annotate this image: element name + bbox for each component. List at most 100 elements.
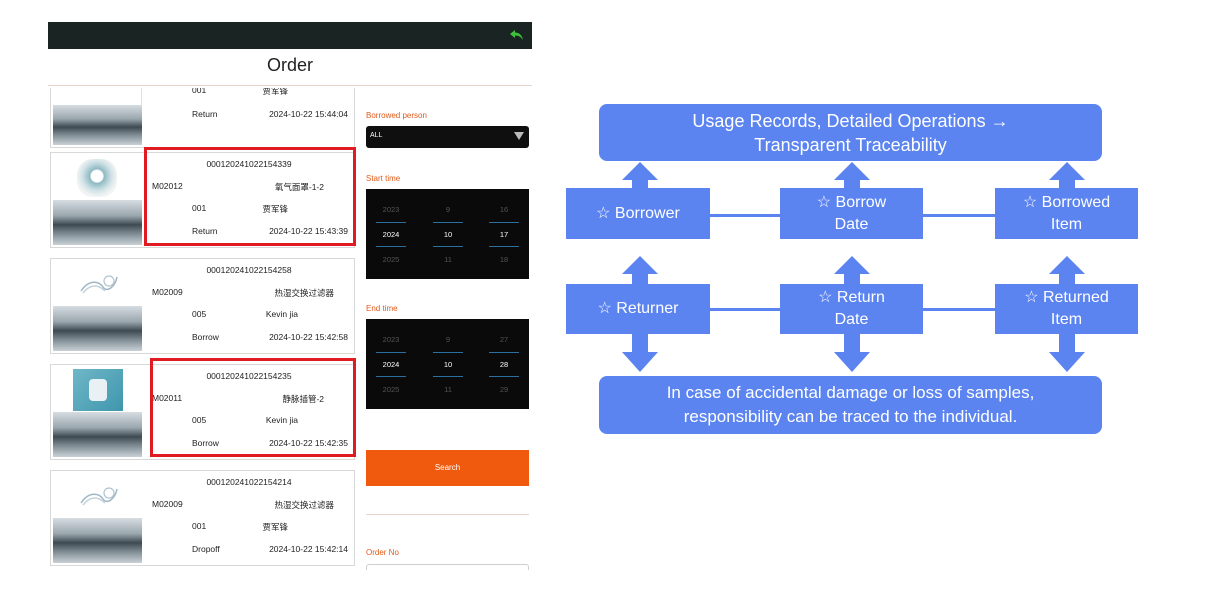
order-list[interactable]: 001 贾军锋 Return 2024-10-22 15:44:04 00012… (48, 88, 358, 570)
item-code: M02009 (152, 287, 183, 297)
month-option[interactable]: 11 (444, 385, 452, 394)
qty-text: 001 (192, 203, 207, 213)
year-option[interactable]: 2024 (382, 230, 400, 239)
picker-line (376, 246, 406, 247)
accountability-box: In case of accidental damage or loss of … (599, 376, 1102, 434)
month-option[interactable]: 10 (443, 230, 453, 239)
borrowed-person-select[interactable]: ALL (366, 126, 529, 148)
order-number: 000120241022154214 (206, 477, 292, 487)
order-card[interactable]: 000120241022154339 M02012 氧气面罩-1-2 001 贾… (50, 152, 355, 248)
year-option[interactable]: 2023 (382, 335, 400, 344)
year-wheel[interactable]: 2023 2024 2025 (371, 197, 411, 272)
day-option[interactable]: 16 (499, 205, 509, 214)
day-wheel[interactable]: 16 17 18 (484, 197, 524, 272)
picker-line (489, 246, 519, 247)
year-option[interactable]: 2024 (382, 360, 400, 369)
end-date-picker[interactable]: 2023 2024 2025 9 10 11 27 28 29 (366, 319, 529, 409)
picker-line (376, 376, 406, 377)
month-option[interactable]: 11 (444, 255, 452, 264)
picker-line (489, 376, 519, 377)
back-arrow-icon[interactable] (508, 27, 526, 43)
order-app-screen: Order 001 贾军锋 Return 2024-10-22 15:44:04 (48, 22, 532, 570)
day-option[interactable]: 17 (499, 230, 509, 239)
order-card[interactable]: 000120241022154235 M02011 静脉插管-2 005 Kev… (50, 364, 355, 460)
return-date-box: ☆ Return Date (780, 284, 923, 334)
diagram-arrows (622, 162, 1085, 372)
returner-box: ☆ Returner (566, 284, 710, 334)
picker-line (433, 352, 463, 353)
person-text: 贾军锋 (262, 204, 288, 214)
order-no-input[interactable]: 000120241022154339 (366, 564, 529, 570)
item-thumbnail (53, 367, 142, 457)
highlight-box (144, 147, 356, 246)
action-text: Borrow (192, 438, 219, 448)
day-option[interactable]: 18 (499, 255, 509, 264)
year-option[interactable]: 2025 (382, 385, 400, 394)
year-wheel[interactable]: 2023 2024 2025 (371, 327, 411, 402)
order-number: 000120241022154258 (206, 265, 292, 275)
end-time-label: End time (366, 304, 398, 313)
page-title: Order (266, 55, 313, 75)
action-text: Dropoff (192, 544, 220, 554)
photo-bottom (53, 105, 142, 145)
oxygen-mask-image (77, 159, 117, 197)
borrowed-person-value: ALL (370, 132, 383, 139)
day-option[interactable]: 27 (499, 335, 509, 344)
month-option[interactable]: 10 (443, 360, 453, 369)
catheter-image (73, 369, 123, 411)
order-card[interactable]: 000120241022154214 M02009 热湿交换过滤器 001 贾军… (50, 470, 355, 566)
connector-line (923, 214, 995, 217)
time-text: 2024-10-22 15:42:58 (269, 332, 348, 342)
year-option[interactable]: 2025 (382, 255, 400, 264)
item-code: M02011 (152, 393, 183, 403)
filter-tube-image (80, 275, 118, 294)
connector-line (710, 308, 780, 311)
year-option[interactable]: 2023 (382, 205, 400, 214)
month-wheel[interactable]: 9 10 11 (428, 197, 468, 272)
highlight-box (150, 358, 356, 457)
order-info: 000120241022154214 M02009 热湿交换过滤器 001 贾军… (146, 471, 352, 565)
borrow-date-box: ☆ Borrow Date (780, 188, 923, 239)
dropdown-arrow-icon (514, 132, 524, 140)
day-wheel[interactable]: 27 28 29 (484, 327, 524, 402)
month-wheel[interactable]: 9 10 11 (428, 327, 468, 402)
person-text: 贾军锋 (262, 88, 288, 96)
day-option[interactable]: 29 (499, 385, 509, 394)
title-divider (48, 85, 532, 86)
qty-text: 005 (192, 309, 207, 319)
search-button[interactable]: Search (366, 450, 529, 486)
person-text: Kevin jia (265, 415, 298, 425)
traceability-diagram: Usage Records, Detailed Operations → Tra… (560, 100, 1160, 440)
panel-divider (366, 514, 529, 515)
qty-text: 001 (192, 521, 207, 531)
order-no-label: Order No (366, 548, 399, 557)
person-text: 贾军锋 (262, 522, 288, 532)
item-thumbnail (53, 261, 142, 351)
item-name: 氧气面罩-1-2 (274, 182, 324, 192)
time-text: 2024-10-22 15:42:35 (269, 438, 348, 448)
time-text: 2024-10-22 15:44:04 (269, 109, 348, 119)
order-card[interactable]: 000120241022154258 M02009 热湿交换过滤器 005 Ke… (50, 258, 355, 354)
photo-top (53, 261, 142, 306)
order-number: 000120241022154339 (206, 159, 292, 169)
photo-top (53, 155, 142, 200)
person-text: Kevin jia (265, 309, 298, 319)
day-option[interactable]: 28 (499, 360, 509, 369)
photo-bottom (53, 200, 142, 245)
photo-top (53, 367, 142, 412)
item-name: 热湿交换过滤器 (274, 500, 334, 510)
item-name: 静脉插管-2 (282, 394, 324, 404)
photo-bottom (53, 412, 142, 457)
item-thumbnail (53, 88, 142, 145)
picker-line (433, 376, 463, 377)
month-option[interactable]: 9 (445, 205, 451, 214)
month-option[interactable]: 9 (445, 335, 451, 344)
picker-line (433, 246, 463, 247)
traceability-box: Usage Records, Detailed Operations → Tra… (599, 104, 1102, 161)
top-bar (48, 22, 532, 49)
start-date-picker[interactable]: 2023 2024 2025 9 10 11 16 17 18 (366, 189, 529, 279)
item-code: M02009 (152, 499, 183, 509)
borrower-box: ☆ Borrower (566, 188, 710, 239)
order-card[interactable]: 001 贾军锋 Return 2024-10-22 15:44:04 (50, 88, 355, 148)
action-text: Borrow (192, 332, 219, 342)
